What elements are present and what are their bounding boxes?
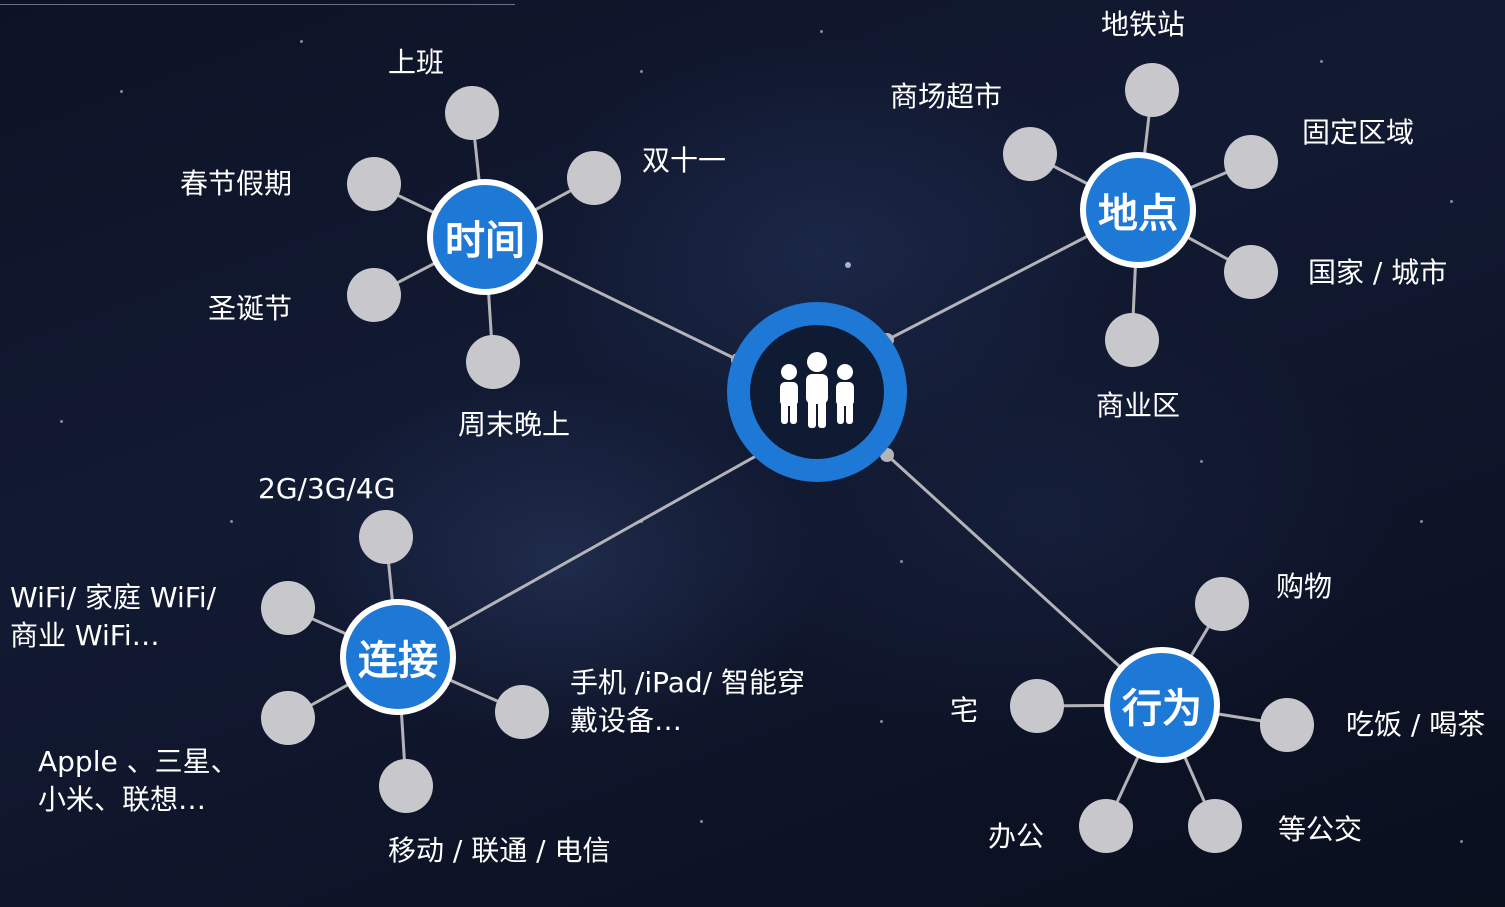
- hub-behavior: 行为: [1104, 647, 1220, 763]
- leaf-node: [261, 691, 315, 745]
- label-time-weekend-night: 周末晚上: [458, 408, 571, 441]
- label-place-business-district: 商业区: [1096, 389, 1181, 422]
- leaf-node: [1224, 245, 1278, 299]
- leaf-node: [379, 759, 433, 813]
- label-connect-brands: Apple 、三星、小米、联想…: [38, 745, 239, 816]
- hub-place: 地点: [1080, 152, 1196, 268]
- label-place-country-city: 国家 / 城市: [1308, 256, 1448, 289]
- leaf-node: [347, 157, 401, 211]
- leaf-node: [495, 685, 549, 739]
- label-behavior-stay-home: 宅: [950, 694, 979, 727]
- leaf-node: [445, 86, 499, 140]
- leaf-node: [1105, 313, 1159, 367]
- leaf-node: [359, 510, 413, 564]
- label-time-christmas: 圣诞节: [208, 292, 293, 325]
- leaf-node: [1079, 799, 1133, 853]
- label-behavior-shopping: 购物: [1276, 570, 1333, 603]
- label-place-fixed-area: 固定区域: [1302, 116, 1415, 149]
- leaf-node: [1224, 135, 1278, 189]
- label-behavior-office: 办公: [988, 820, 1045, 853]
- leaf-node: [1260, 698, 1314, 752]
- leaf-node: [1003, 127, 1057, 181]
- label-time-commute: 上班: [388, 46, 445, 79]
- label-time-double-eleven: 双十一: [642, 144, 727, 177]
- label-connect-wifi: WiFi/ 家庭 WiFi/ 商业 WiFi…: [10, 581, 217, 652]
- leaf-node: [1195, 577, 1249, 631]
- people-group-icon: [767, 350, 867, 434]
- label-connect-carriers: 移动 / 联通 / 电信: [388, 834, 611, 867]
- leaf-node: [1010, 679, 1064, 733]
- link-center-connect: [397, 450, 764, 659]
- leaf-node: [1125, 63, 1179, 117]
- leaf-node: [261, 581, 315, 635]
- label-time-spring-festival: 春节假期: [180, 167, 293, 200]
- label-behavior-bus: 等公交: [1278, 813, 1363, 846]
- leaf-node: [567, 151, 621, 205]
- label-place-mall: 商场超市: [890, 80, 1003, 113]
- label-behavior-dining: 吃饭 / 喝茶: [1346, 708, 1486, 741]
- label-place-subway: 地铁站: [1101, 8, 1186, 41]
- link-center-behavior: [885, 453, 1164, 707]
- hub-connect: 连接: [340, 599, 456, 715]
- leaf-node: [347, 268, 401, 322]
- label-connect-devices: 手机 /iPad/ 智能穿戴设备…: [570, 666, 806, 737]
- leaf-node: [1188, 799, 1242, 853]
- center-node: [727, 302, 907, 482]
- label-connect-network: 2G/3G/4G: [258, 472, 396, 505]
- hub-time: 时间: [427, 179, 543, 295]
- top-divider-line: [0, 4, 515, 5]
- leaf-node: [466, 335, 520, 389]
